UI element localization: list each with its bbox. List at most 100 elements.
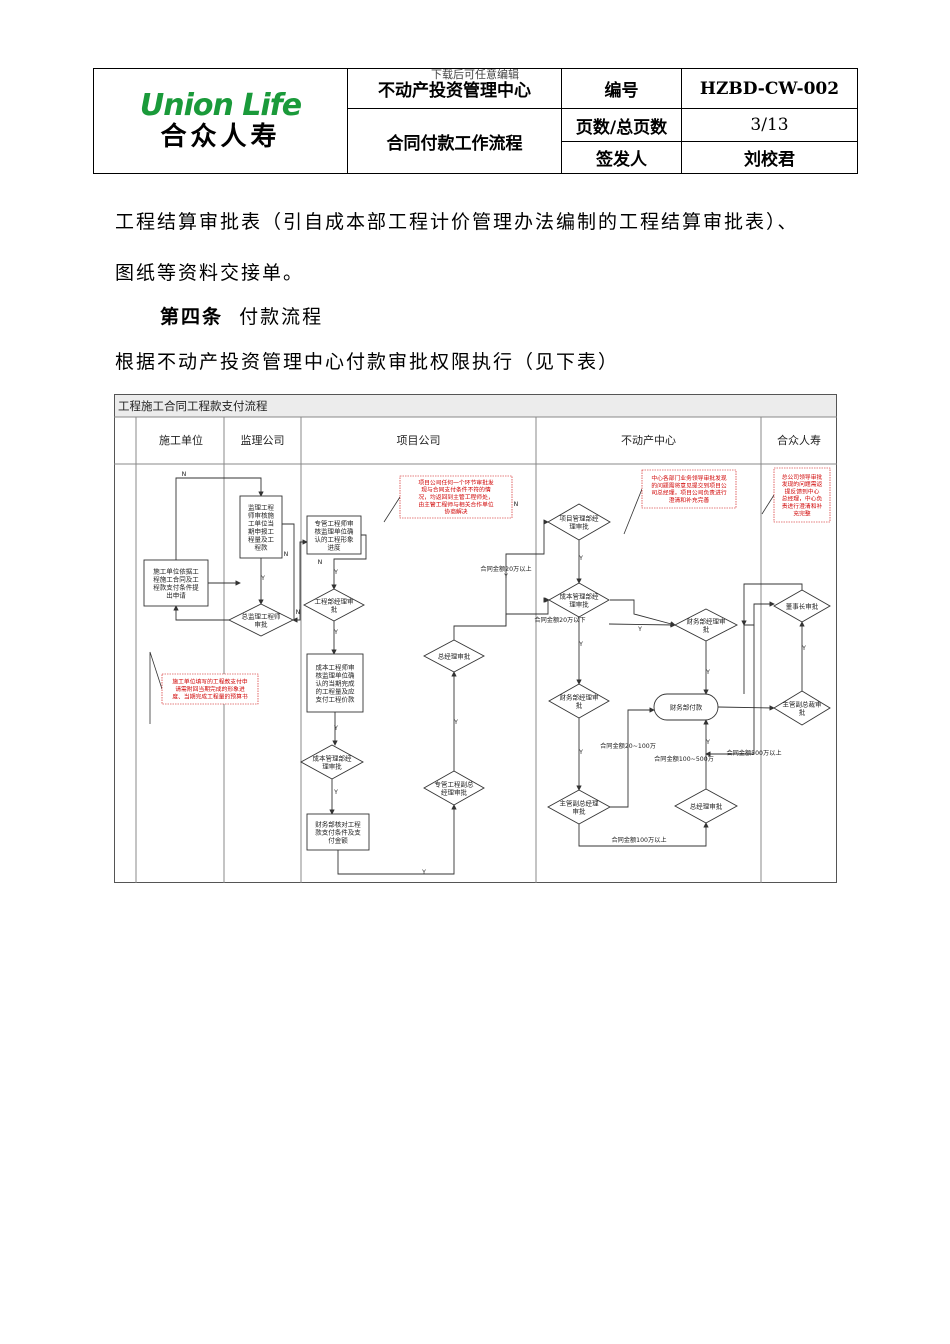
decision-d11-text-line: 总经理审批: [690, 801, 723, 810]
process-box-b1-text-line: 出申请: [166, 590, 186, 599]
process-box-b1: [143, 559, 209, 607]
yes-marker: Y: [578, 641, 583, 648]
process-box-b4: [306, 653, 364, 713]
decision-d10: [674, 608, 738, 642]
decision-d12-text-line: 董事长审批: [786, 601, 819, 610]
decision-d11: [674, 788, 738, 824]
decision-d13-text-line: 主管副总裁审: [783, 699, 822, 708]
issuer-label: 签发人: [561, 140, 682, 175]
note-n4-line: 总公司领导审批: [782, 473, 823, 481]
note-n3-pointer: [623, 488, 643, 535]
flowchart-svg: 工程施工合同工程款支付流程 施工单位监理公司项目公司不动产中心合众人寿 施工单位…: [114, 394, 837, 883]
decision-d9: [547, 789, 611, 825]
flow-arrow: [173, 605, 229, 621]
decision-d5: [423, 639, 485, 673]
process-box-b1-text-line: 程款支付条件提: [153, 582, 199, 591]
process-box-b2-text-line: 程款: [255, 542, 269, 551]
no-marker: N: [296, 609, 301, 616]
process-box-b1-text-line: 施工单位依据工: [153, 566, 199, 575]
decision-d10-text-line: 财务部经理审: [687, 616, 726, 625]
flow-arrow: [293, 539, 308, 621]
body-line-3: 根据不动产投资管理中心付款审批权限执行（见下表）: [115, 351, 620, 373]
process-box-b4-text-line: 成本工程师审: [316, 662, 355, 671]
decision-d12-text: 董事长审批: [786, 601, 819, 610]
decision-d12: [773, 589, 831, 623]
flowchart-title: 工程施工合同工程款支付流程: [118, 399, 268, 413]
yes-marker: Y: [333, 629, 338, 636]
terminal-payment-text: 财务部付款: [670, 702, 703, 711]
body-line-2: 图纸等资料交接单。: [115, 262, 305, 284]
decision-d8-text-line: 财务部经理审: [560, 692, 599, 701]
note-n2-border: [399, 475, 513, 519]
note-n3-line: 澄清和补充完善: [669, 496, 710, 504]
yes-marker: Y: [333, 725, 338, 732]
process-box-b2-text-line: 监理工程: [248, 502, 275, 511]
decision-d13: [773, 690, 831, 726]
body-line-1: 工程结算审批表（引自成本部工程计价管理办法编制的工程结算审批表）、: [115, 211, 799, 233]
no-marker: N: [318, 559, 323, 566]
process-box-b2-text-line: 师审核施: [248, 510, 275, 519]
decision-d3-text-line: 成本管理部经: [313, 753, 353, 762]
condition-label-c2: 合同金额20万以下: [534, 616, 585, 624]
logo-english: Union Life: [139, 87, 302, 123]
decision-d4-text-line: 专管工程副总: [435, 779, 475, 788]
note-n2-line: 由主管工程师与相关合作单位: [418, 500, 494, 508]
decision-d1-text-line: 总监理工程师: [242, 611, 282, 620]
pages-value: 3/13: [681, 108, 858, 142]
decision-d9-text-line: 审批: [573, 806, 587, 815]
process-box-b2-text-line: 工单位当: [248, 518, 274, 527]
process-box-b2: [239, 495, 283, 559]
note-n4-line: 责进行澄清和补: [782, 502, 823, 510]
yes-marker: Y: [333, 789, 338, 796]
decision-d6-text-line: 项目管理部经: [560, 513, 600, 522]
document-title: 合同付款工作流程: [347, 108, 562, 174]
lane-header-4: 不动产中心: [621, 433, 676, 447]
decision-d3-text-line: 理审批: [322, 761, 342, 770]
issuer-value: 刘校君: [681, 140, 858, 175]
note-n4-line: 总经理，中心负: [782, 495, 823, 503]
note-n2-line: 现与合同支付条件不符的情: [421, 486, 491, 494]
decision-d2: [303, 588, 365, 622]
decision-d6-text-line: 理审批: [569, 521, 589, 530]
process-box-b4-text-line: 的工程量及应: [316, 686, 356, 695]
process-box-b2-text-line: 程量及工: [248, 534, 275, 543]
process-box-b5-text-line: 财务部核对工程: [315, 819, 361, 828]
no-marker: N: [182, 471, 187, 478]
no-marker: N: [284, 551, 289, 558]
yes-marker: Y: [453, 719, 458, 726]
yes-marker: Y: [503, 573, 508, 580]
condition-label-c4: 合同金额100~500万: [654, 755, 714, 763]
article-heading: 第四条 付款流程: [160, 302, 323, 329]
yes-marker: Y: [705, 669, 710, 676]
decision-d7-text-line: 理审批: [569, 599, 589, 608]
decision-d3: [300, 744, 364, 780]
article-number: 第四条: [160, 306, 224, 328]
flow-arrow: [608, 622, 676, 628]
flow-arrow: [741, 583, 803, 626]
process-box-b4-text-line: 支付工程价款: [316, 694, 356, 703]
note-n1-line: 施工单位填写的工程款支付申: [172, 678, 248, 686]
yes-marker: Y: [637, 626, 642, 633]
terminal-payment: [653, 693, 719, 721]
process-box-b2-text-line: 期申报工: [248, 526, 275, 535]
note-n4-pointer: [761, 494, 775, 515]
note-n3-border: [641, 469, 737, 509]
flow-arrow: [717, 705, 775, 711]
yes-marker: Y: [578, 555, 583, 562]
process-box-b5: [306, 813, 370, 851]
flow-arrow: [505, 519, 549, 626]
process-box-b3-text-line: 认的工程形象: [315, 534, 355, 543]
yes-marker: Y: [705, 739, 710, 746]
